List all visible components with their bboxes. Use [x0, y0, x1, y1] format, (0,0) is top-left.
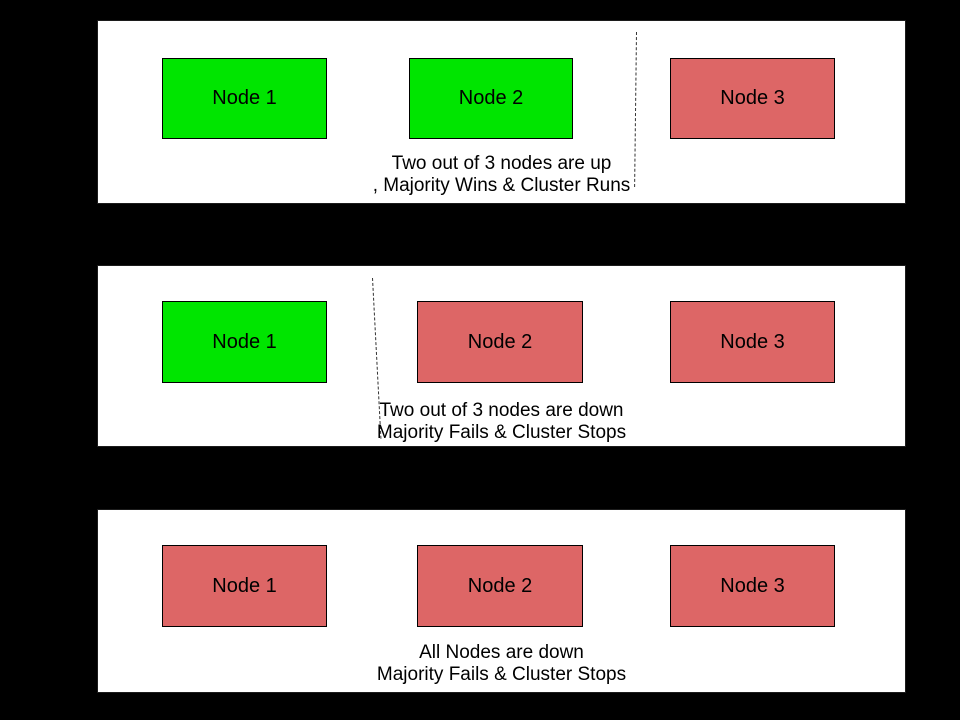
node-label: Node 1 — [212, 574, 277, 597]
caption-line-1: Two out of 3 nodes are up — [391, 153, 612, 174]
node-label: Node 2 — [467, 330, 533, 353]
node-box-1: Node 1 — [162, 545, 327, 627]
caption-line-2: Majority Fails & Cluster Stops — [376, 422, 627, 443]
caption-line-2: Majority Fails & Cluster Stops — [376, 664, 627, 685]
node-box-3: Node 3 — [670, 545, 835, 627]
scenario-caption: Two out of 3 nodes are up , Majority Win… — [98, 153, 905, 197]
node-box-1: Node 1 — [162, 58, 327, 139]
node-box-1: Node 1 — [162, 301, 327, 383]
scenario-caption: Two out of 3 nodes are down Majority Fai… — [98, 400, 905, 444]
node-label: Node 3 — [720, 87, 785, 109]
node-box-2: Node 2 — [409, 58, 573, 139]
scenario-caption: All Nodes are down Majority Fails & Clus… — [98, 642, 905, 686]
node-box-3: Node 3 — [670, 58, 835, 139]
node-label: Node 1 — [212, 87, 277, 109]
caption-line-1: All Nodes are down — [419, 642, 584, 663]
node-label: Node 3 — [720, 574, 785, 597]
caption-line-2: , Majority Wins & Cluster Runs — [372, 175, 631, 196]
node-label: Node 3 — [720, 330, 785, 353]
node-box-2: Node 2 — [417, 545, 583, 627]
scenario-panel-all-down: Node 1 Node 2 Node 3 All Nodes are down … — [97, 509, 906, 693]
caption-line-1: Two out of 3 nodes are down — [379, 400, 624, 421]
scenario-panel-majority-down: Node 1 Node 2 Node 3 Two out of 3 nodes … — [97, 265, 906, 447]
scenario-panel-majority-up: Node 1 Node 2 Node 3 Two out of 3 nodes … — [97, 20, 906, 204]
node-box-2: Node 2 — [417, 301, 583, 383]
node-box-3: Node 3 — [670, 301, 835, 383]
node-label: Node 1 — [212, 330, 277, 353]
node-label: Node 2 — [467, 574, 533, 597]
node-label: Node 2 — [458, 87, 524, 109]
